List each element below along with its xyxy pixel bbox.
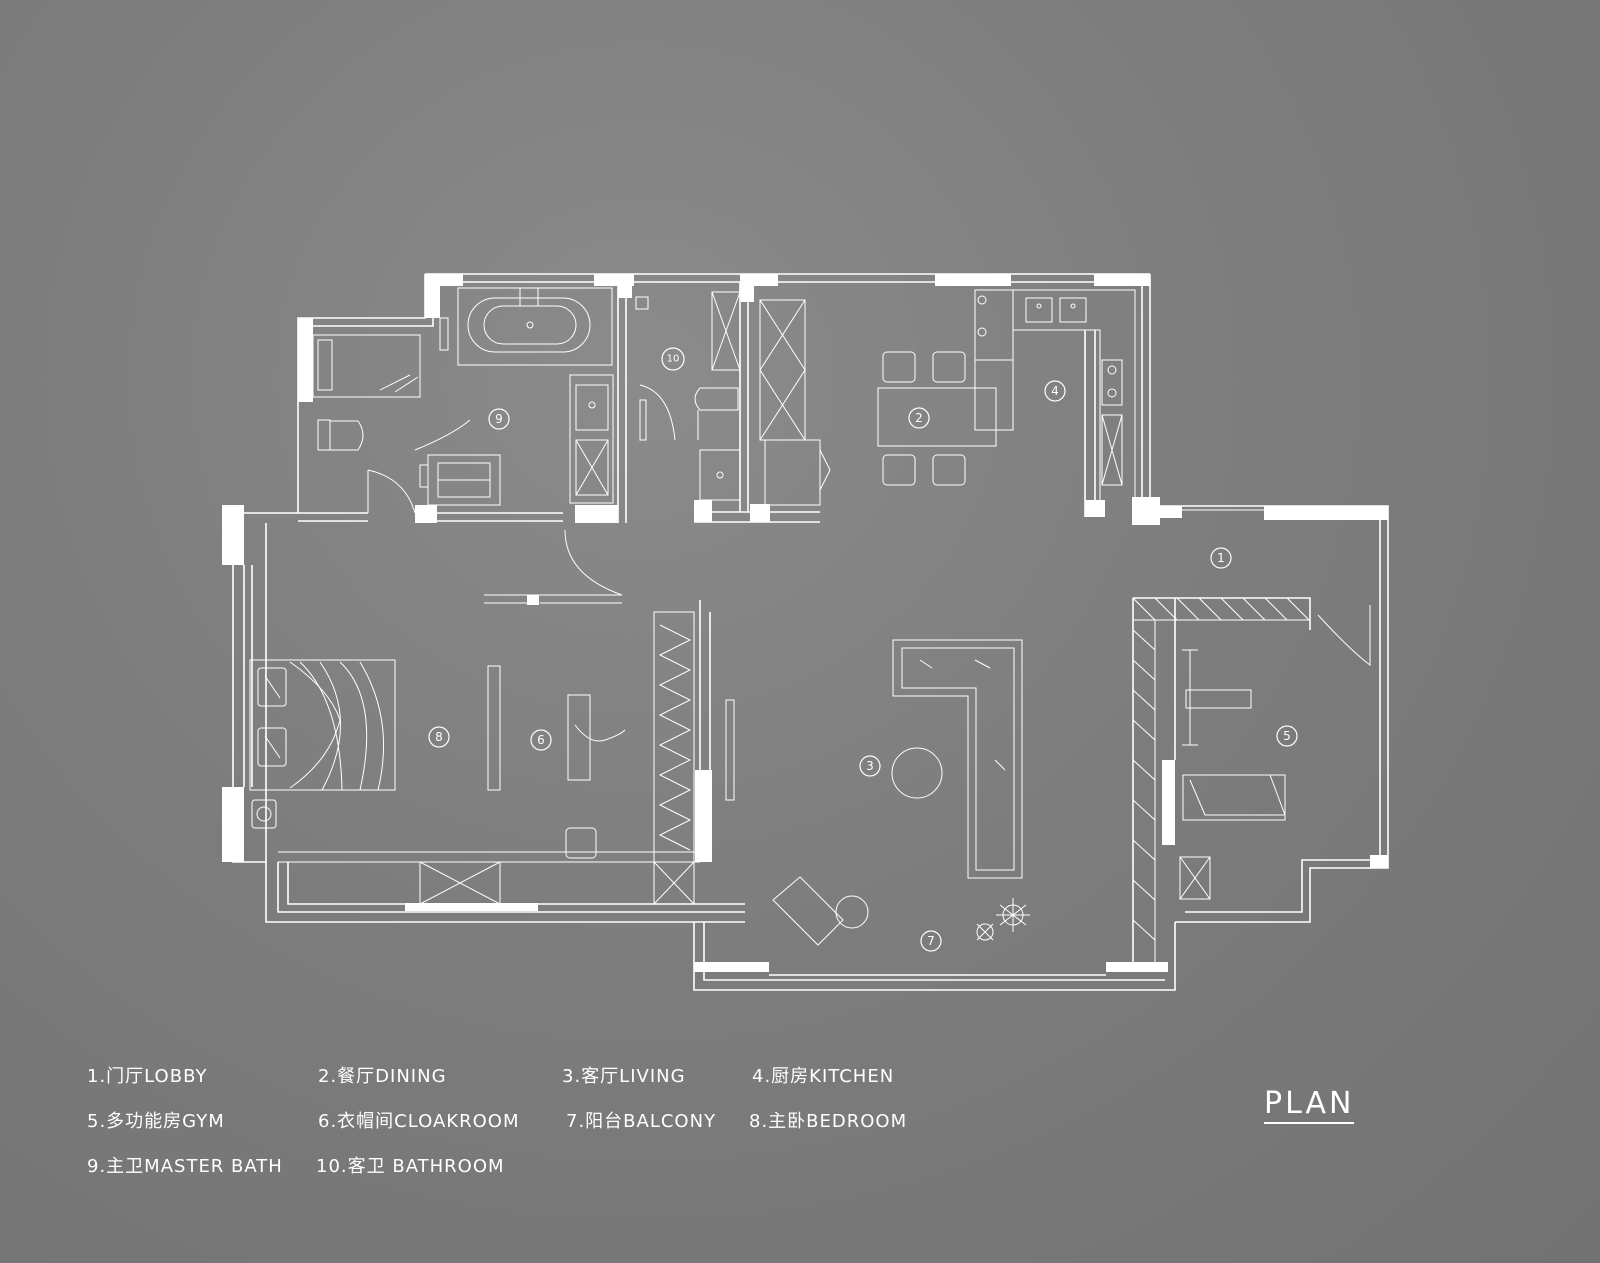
legend-item-master-bath: 9.主卫MASTER BATH bbox=[87, 1156, 283, 1177]
legend-item-cloakroom: 6.衣帽间CLOAKROOM bbox=[318, 1111, 520, 1132]
legend-item-kitchen: 4.厨房KITCHEN bbox=[752, 1066, 895, 1087]
gym-equipment bbox=[1132, 597, 1311, 971]
legend-item-bedroom: 8.主卧BEDROOM bbox=[749, 1111, 908, 1132]
svg-text:3: 3 bbox=[866, 759, 874, 773]
room-tag-10: 10 bbox=[661, 347, 685, 371]
dining-furniture bbox=[759, 289, 1014, 506]
svg-text:6: 6 bbox=[537, 733, 545, 747]
bedroom-furniture bbox=[249, 659, 700, 905]
room-tag-3: 3 bbox=[859, 755, 881, 777]
interior-walls bbox=[265, 274, 1311, 970]
bathroom-fixtures bbox=[635, 291, 741, 501]
room-tag-4: 4 bbox=[1044, 380, 1066, 402]
legend-item-balcony: 7.阳台BALCONY bbox=[566, 1111, 717, 1132]
room-tag-7: 7 bbox=[920, 930, 942, 952]
legend-item-bathroom: 10.客卫 BATHROOM bbox=[316, 1156, 505, 1177]
plan-title: PLAN bbox=[1264, 1086, 1355, 1124]
room-tag-5: 5 bbox=[1276, 725, 1298, 747]
svg-text:9: 9 bbox=[495, 412, 503, 426]
room-tag-1: 1 bbox=[1210, 547, 1232, 569]
cloakroom-furniture bbox=[565, 611, 695, 905]
svg-text:8: 8 bbox=[435, 730, 443, 744]
master-bath-fixtures bbox=[312, 287, 614, 514]
room-tag-2: 2 bbox=[908, 407, 930, 429]
svg-text:4: 4 bbox=[1051, 384, 1059, 398]
svg-text:10: 10 bbox=[667, 354, 680, 365]
living-furniture bbox=[725, 639, 1030, 946]
svg-text:5: 5 bbox=[1283, 729, 1291, 743]
svg-text:7: 7 bbox=[927, 934, 935, 948]
legend-item-living: 3.客厅LIVING bbox=[562, 1066, 686, 1087]
legend-item-dining: 2.餐厅DINING bbox=[318, 1066, 447, 1087]
svg-text:1: 1 bbox=[1217, 551, 1225, 565]
kitchen-fixtures bbox=[1013, 289, 1136, 500]
room-tag-9: 9 bbox=[488, 408, 510, 430]
room-tag-8: 8 bbox=[428, 726, 450, 748]
svg-text:2: 2 bbox=[915, 411, 923, 425]
legend-item-gym: 5.多功能房GYM bbox=[87, 1111, 225, 1132]
room-tag-6: 6 bbox=[530, 729, 552, 751]
door-swings bbox=[564, 509, 1371, 667]
legend-item-lobby: 1.门厅LOBBY bbox=[87, 1066, 208, 1087]
